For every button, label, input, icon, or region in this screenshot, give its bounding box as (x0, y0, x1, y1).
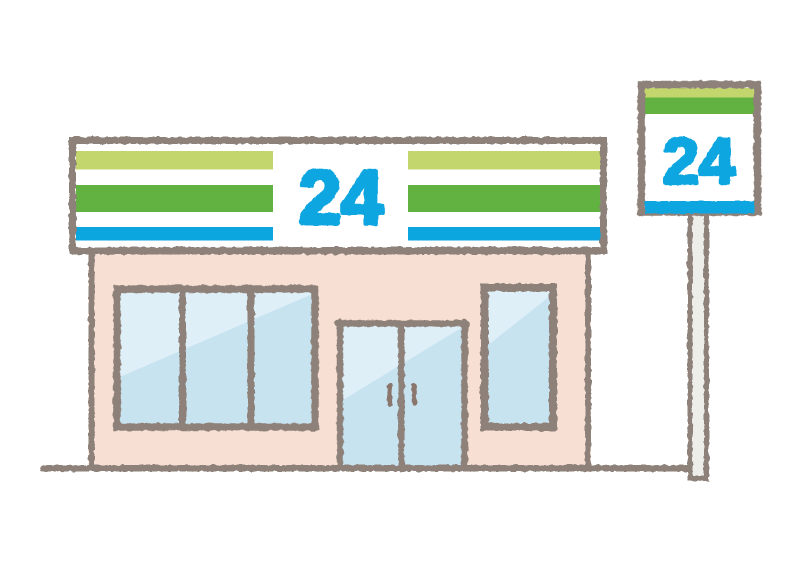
svg-text:24: 24 (299, 156, 384, 241)
svg-text:24: 24 (663, 125, 735, 198)
